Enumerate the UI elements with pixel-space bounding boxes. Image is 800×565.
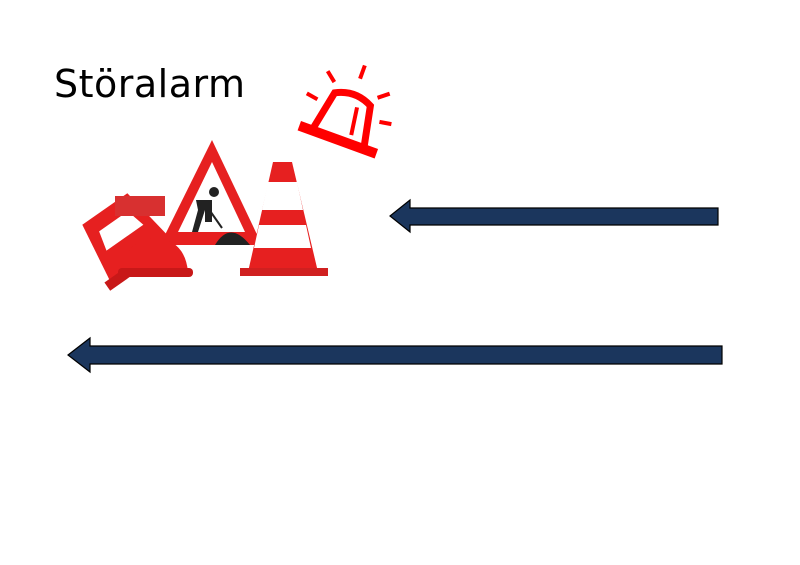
arrow-left-icon: [67, 336, 723, 374]
arrow-left-icon: [389, 198, 719, 234]
slide-title: Störalarm: [54, 62, 246, 106]
construction-site-icon: [82, 140, 328, 291]
siren-icon: [297, 64, 392, 159]
